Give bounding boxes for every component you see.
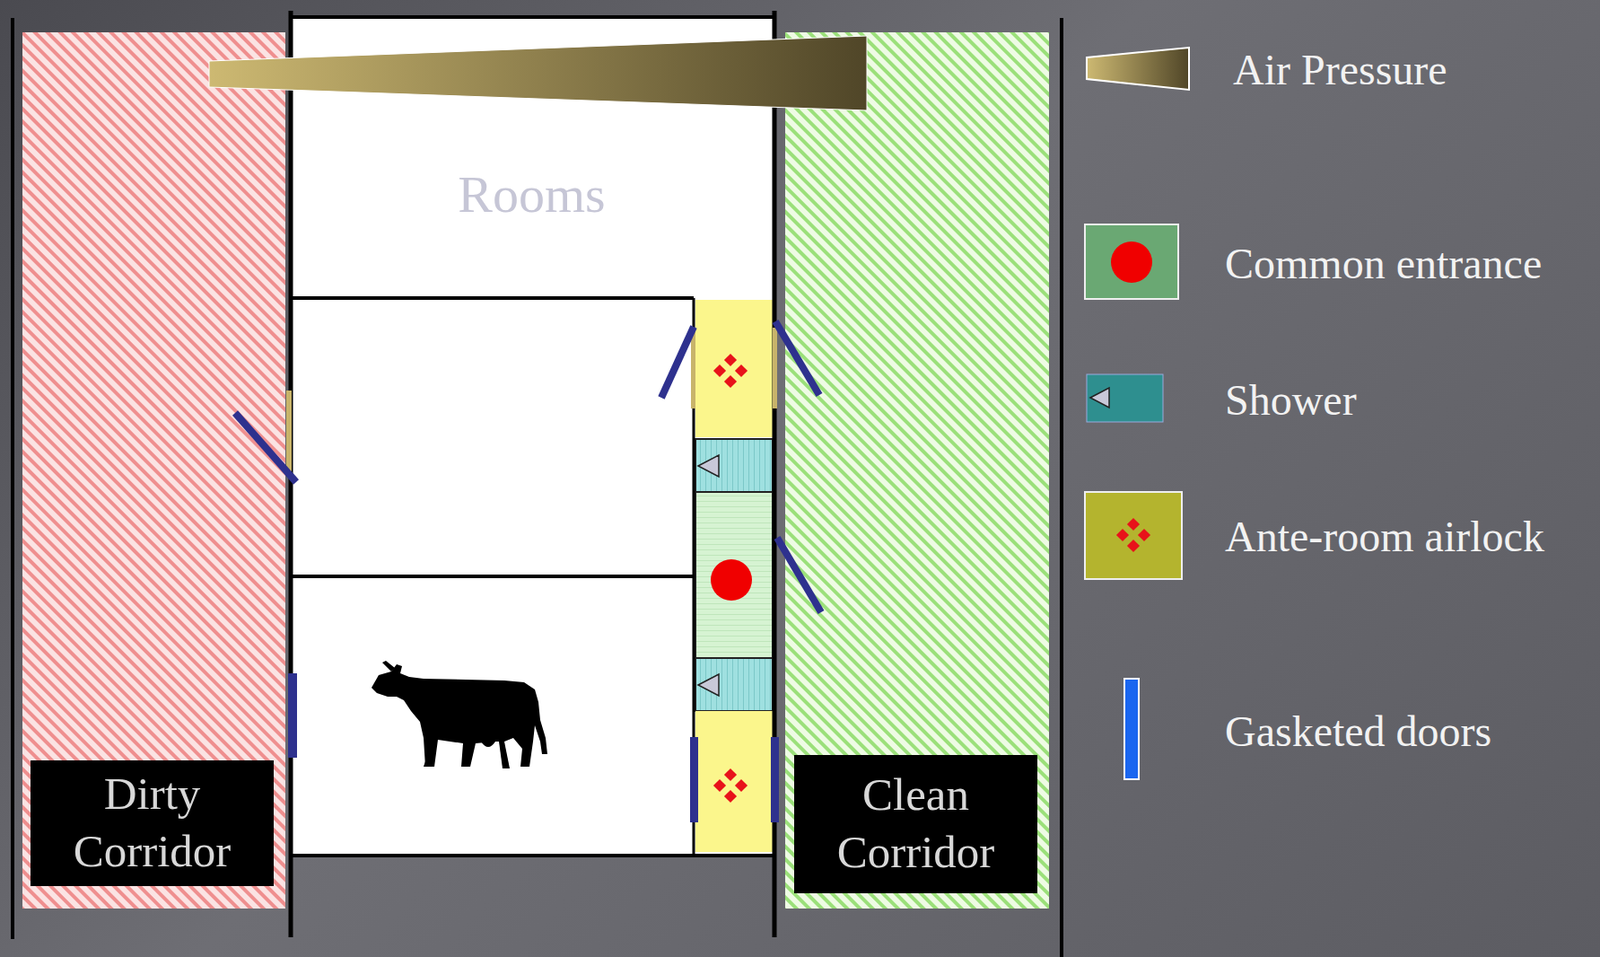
airlock bbox=[695, 299, 773, 438]
gasketed-door-sample bbox=[1124, 678, 1139, 779]
door bbox=[775, 321, 820, 395]
legend-text: Common entrance bbox=[1224, 238, 1542, 289]
airlock-symbol bbox=[713, 353, 748, 388]
wall bbox=[10, 17, 15, 939]
wall bbox=[1059, 17, 1064, 957]
door bbox=[235, 412, 297, 482]
legend-swatches bbox=[1084, 47, 1190, 779]
door-frame bbox=[286, 390, 292, 472]
wall bbox=[290, 296, 694, 300]
shower-sample bbox=[1086, 374, 1163, 422]
cow-silhouette bbox=[371, 660, 548, 769]
air-pressure-sample bbox=[1086, 47, 1190, 90]
dirty-corridor-area bbox=[22, 32, 286, 909]
airlock-symbol bbox=[1116, 517, 1151, 552]
air-pressure-wedge bbox=[209, 35, 867, 111]
gasketed-door bbox=[770, 736, 779, 822]
common-entrance-sample bbox=[1084, 224, 1179, 299]
airlock-sample bbox=[1084, 491, 1182, 579]
shower bbox=[695, 438, 773, 492]
node-text: Dirty Corridor bbox=[37, 765, 267, 881]
gasketed-door bbox=[288, 673, 298, 758]
airlock bbox=[695, 710, 773, 852]
wall bbox=[290, 15, 773, 19]
legend-text: Air Pressure bbox=[1232, 44, 1448, 95]
shower-symbol bbox=[698, 454, 719, 477]
node-text: Clean Corridor bbox=[801, 766, 1031, 882]
corridor-label: Dirty Corridor bbox=[30, 760, 274, 886]
clean-corridor-area bbox=[785, 32, 1050, 909]
entrance-dot bbox=[1110, 241, 1153, 283]
room-box: Rooms bbox=[296, 134, 768, 256]
corridor-label: Clean Corridor bbox=[794, 754, 1038, 893]
wall bbox=[290, 853, 773, 857]
shower bbox=[695, 657, 773, 711]
legend-text: Ante-room airlock bbox=[1224, 511, 1545, 561]
wall bbox=[290, 574, 694, 578]
door bbox=[777, 537, 822, 613]
legend-text: Gasketed doors bbox=[1224, 706, 1492, 756]
node-text: Rooms bbox=[457, 162, 605, 228]
gasketed-door bbox=[690, 736, 699, 822]
legend-text: Shower bbox=[1224, 375, 1357, 425]
entrance-dot bbox=[710, 559, 752, 601]
rooms-block bbox=[290, 15, 773, 856]
door bbox=[661, 326, 694, 398]
common-entrance bbox=[695, 491, 773, 658]
shower-symbol bbox=[1090, 387, 1110, 408]
airlock-symbol bbox=[713, 768, 748, 803]
shower-symbol bbox=[698, 673, 719, 696]
door-frame bbox=[772, 327, 778, 409]
